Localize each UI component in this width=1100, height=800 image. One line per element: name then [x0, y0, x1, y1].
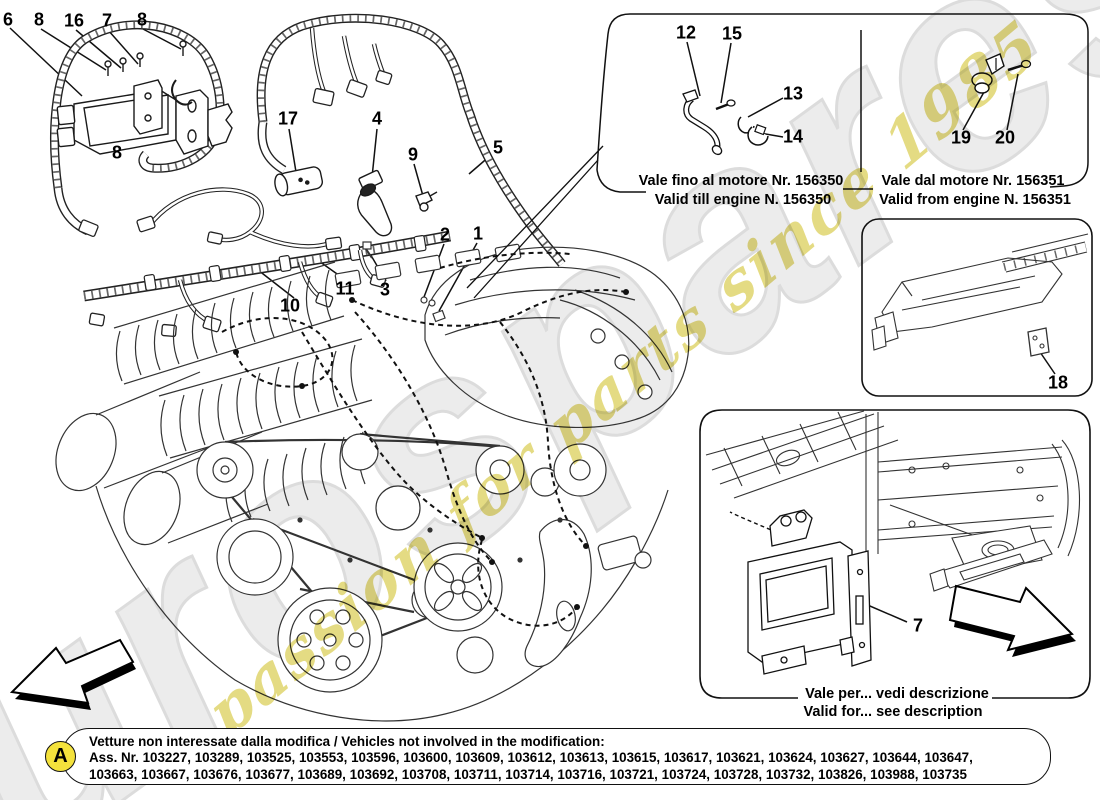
callout-10: 10	[279, 295, 301, 316]
callout-20: 20	[994, 127, 1016, 148]
callout-16: 16	[63, 10, 85, 31]
engine-drawing	[55, 241, 690, 722]
callout-18: 18	[1047, 372, 1069, 393]
inset-engine-number	[466, 13, 1089, 299]
direction-arrow-right	[948, 584, 1076, 657]
footnote-line3: 103663, 103667, 103676, 103677, 103689, …	[89, 766, 967, 782]
footnote-box: Vetture non interessate dalla modifica /…	[62, 728, 1051, 785]
caption-valid-for-it: Vale per... vedi descrizione	[805, 686, 989, 702]
callout-6: 6	[2, 9, 14, 30]
callout-13: 13	[782, 83, 804, 104]
footnote-line1: Vetture non interessate dalla modifica /…	[89, 734, 605, 749]
caption-valid-for-en: Valid for... see description	[803, 704, 983, 720]
ecu-assembly	[56, 40, 233, 155]
wiring-loom	[50, 13, 566, 302]
callout-7b: 7	[912, 615, 924, 636]
inset-chassis	[699, 409, 1091, 699]
callout-8a: 8	[33, 9, 45, 30]
callout-17: 17	[277, 108, 299, 129]
harness-wires	[78, 27, 393, 338]
footnote-line2: Ass. Nr. 103227, 103289, 103525, 103553,…	[89, 750, 973, 766]
footnote-badge: A	[45, 741, 76, 772]
harness-parts	[274, 166, 438, 237]
callout-8c: 8	[111, 142, 123, 163]
callout-7a: 7	[101, 10, 113, 31]
caption-till-engine-it: Vale fino al motore Nr. 156350	[638, 173, 844, 189]
callout-5: 5	[492, 137, 504, 158]
harness-connector-dots	[233, 289, 629, 610]
caption-from-engine-en: Valid from engine N. 156351	[879, 192, 1071, 208]
direction-arrow-left	[9, 638, 136, 710]
callout-2: 2	[439, 224, 451, 245]
callout-9: 9	[407, 144, 419, 165]
callout-11: 11	[335, 278, 355, 299]
caption-from-engine-it: Vale dal motore Nr. 156351	[881, 173, 1065, 189]
callout-19: 19	[950, 127, 972, 148]
callout-4: 4	[371, 108, 383, 129]
callout-1: 1	[472, 223, 484, 244]
callout-12: 12	[675, 22, 697, 43]
inset-bracket-18	[861, 218, 1093, 397]
engine-harness-dashed	[221, 251, 627, 627]
caption-till-engine-en: Valid till engine N. 156350	[654, 192, 832, 208]
callout-3: 3	[379, 279, 391, 300]
callout-15: 15	[721, 23, 743, 44]
callout-14: 14	[782, 126, 804, 147]
callout-8b: 8	[136, 9, 148, 30]
